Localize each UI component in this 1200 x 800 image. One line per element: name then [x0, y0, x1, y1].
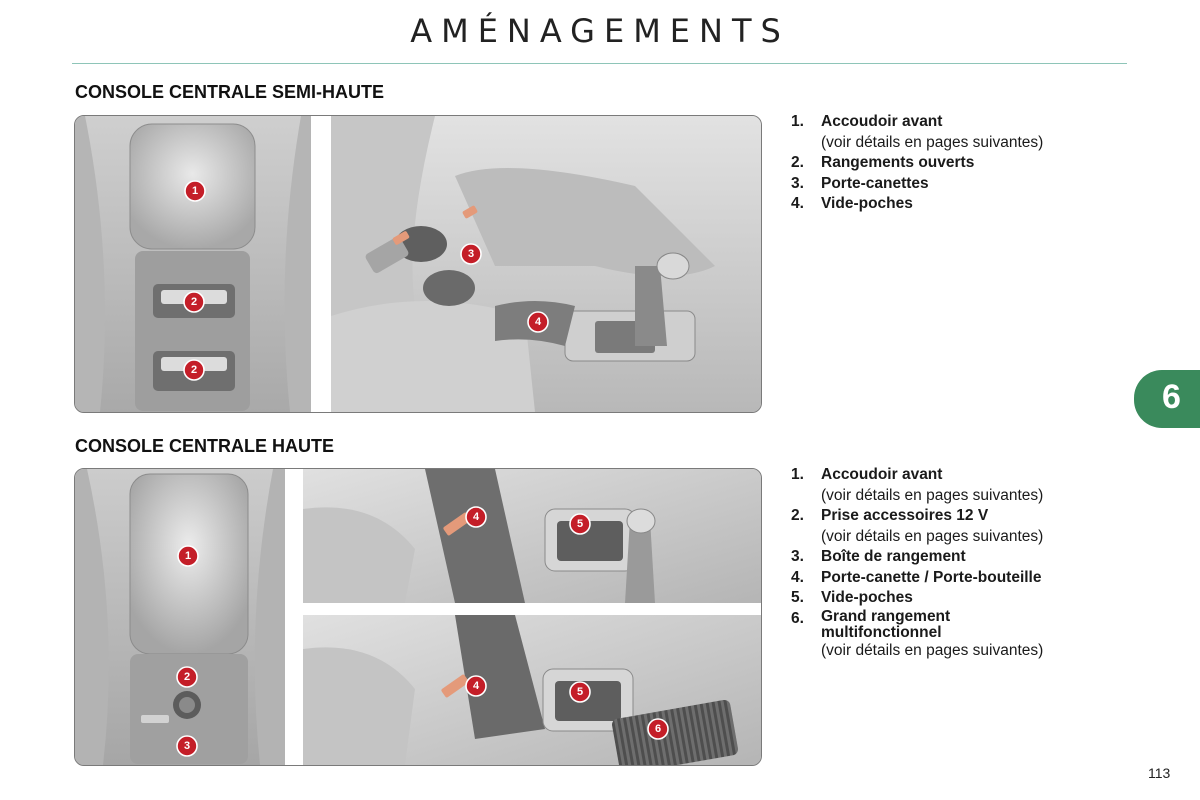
photo-console-haute: 1 2 3 4 5 4 5 6 [74, 468, 762, 766]
legend-item: 3. Boîte de rangement [791, 547, 1121, 568]
chapter-tab[interactable]: 6 [1134, 370, 1200, 428]
marker-4: 4 [465, 506, 487, 528]
svg-text:2: 2 [191, 296, 197, 308]
marker-5: 5 [569, 681, 591, 703]
legend-item: 6. Grand rangement multifonctionnel (voir… [791, 607, 1121, 662]
marker-4: 4 [527, 311, 549, 333]
legend-number: 2. [791, 154, 804, 171]
legend-haute: 1. Accoudoir avant (voir détails en pages… [791, 465, 1121, 661]
legend-label: Grand rangement multifonctionnel [821, 607, 951, 641]
chapter-number: 6 [1162, 378, 1181, 416]
svg-text:4: 4 [473, 680, 480, 692]
legend-label: Vide-poches [821, 195, 913, 212]
section-heading-haute: CONSOLE CENTRALE HAUTE [75, 436, 335, 456]
legend-detail: (voir détails en pages suivantes) [821, 527, 1044, 545]
legend-label: Accoudoir avant [821, 113, 943, 130]
legend-label: Prise accessoires 12 V [821, 507, 989, 524]
marker-1: 1 [177, 545, 199, 567]
marker-2: 2 [176, 666, 198, 688]
svg-text:1: 1 [185, 550, 191, 562]
marker-1: 1 [184, 180, 206, 202]
legend-number: 4. [791, 568, 804, 586]
svg-text:2: 2 [184, 671, 190, 683]
marker-4: 4 [465, 675, 487, 697]
marker-3: 3 [460, 243, 482, 265]
svg-text:6: 6 [655, 723, 661, 735]
svg-text:4: 4 [535, 316, 542, 328]
legend-detail: (voir détails en pages suivantes) [821, 641, 1044, 659]
legend-label: Rangements ouverts [821, 154, 975, 171]
svg-text:3: 3 [184, 740, 190, 752]
photo-console-semi-haute: 1 2 2 3 4 [74, 115, 762, 413]
title-rule [72, 63, 1127, 64]
marker-5: 5 [569, 513, 591, 535]
legend-item: 2. Rangements ouverts [791, 153, 1121, 174]
svg-text:4: 4 [473, 511, 480, 523]
svg-text:3: 3 [468, 248, 474, 260]
legend-item: 1. Accoudoir avant (voir détails en pages… [791, 465, 1121, 506]
legend-item: 5. Vide-poches [791, 588, 1121, 609]
marker-3: 3 [176, 735, 198, 757]
svg-text:5: 5 [577, 518, 583, 530]
legend-number: 6. [791, 609, 804, 627]
legend-number: 5. [791, 589, 804, 606]
legend-item: 3. Porte-canettes [791, 174, 1121, 195]
page-title: AMÉNAGEMENTS [410, 12, 790, 50]
legend-label: Accoudoir avant [821, 466, 943, 483]
legend-detail: (voir détails en pages suivantes) [821, 133, 1044, 151]
legend-item: 1. Accoudoir avant (voir détails en pages… [791, 112, 1121, 153]
legend-number: 1. [791, 466, 804, 483]
legend-item: 4. Porte-canette / Porte-bouteille [791, 568, 1121, 589]
legend-detail: (voir détails en pages suivantes) [821, 486, 1044, 504]
legend-number: 3. [791, 548, 804, 565]
page-number: 113 [1148, 765, 1171, 781]
legend-label: Porte-canette / Porte-bouteille [821, 568, 1042, 586]
marker-6: 6 [647, 718, 669, 740]
svg-text:2: 2 [191, 364, 197, 376]
legend-number: 3. [791, 174, 804, 192]
legend-item: 4. Vide-poches [791, 194, 1121, 215]
legend-number: 4. [791, 195, 804, 212]
legend-number: 1. [791, 113, 804, 130]
legend-label: Vide-poches [821, 589, 913, 606]
legend-label: Boîte de rangement [821, 548, 966, 565]
marker-2: 2 [183, 359, 205, 381]
legend-number: 2. [791, 507, 804, 524]
legend-item: 2. Prise accessoires 12 V (voir détails e… [791, 506, 1121, 547]
section-heading-semi-haute: CONSOLE CENTRALE SEMI-HAUTE [75, 82, 385, 102]
svg-text:1: 1 [192, 185, 198, 197]
svg-text:5: 5 [577, 686, 583, 698]
legend-semi-haute: 1. Accoudoir avant (voir détails en pages… [791, 112, 1121, 215]
legend-label: Porte-canettes [821, 174, 929, 192]
marker-2: 2 [183, 291, 205, 313]
